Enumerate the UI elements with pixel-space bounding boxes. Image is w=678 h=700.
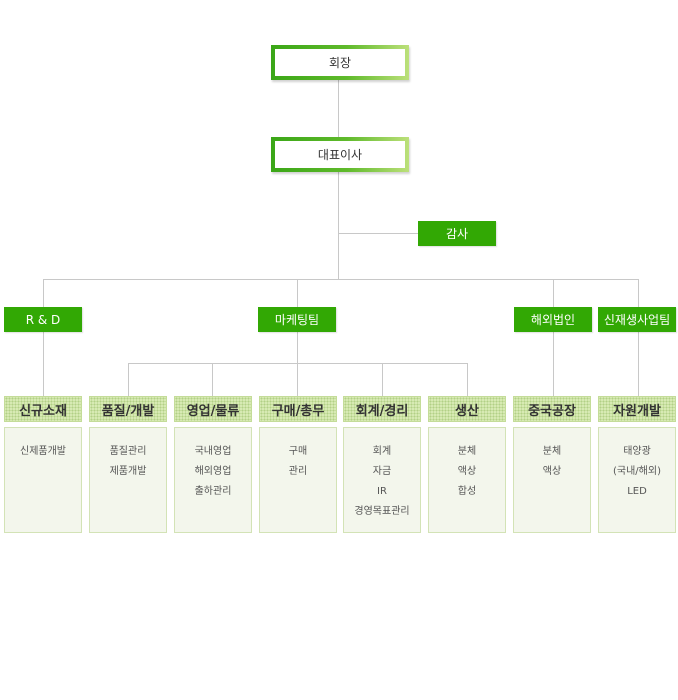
connector-divisions-bar [43, 279, 639, 280]
dept-item: 해외영업 [194, 466, 232, 477]
dept-header: 자원개발 [598, 396, 676, 422]
dept-item: (국내/해외) [613, 466, 661, 477]
dept-item: 액상 [457, 466, 477, 477]
auditor-box: 감사 [418, 221, 496, 246]
dept-item: 신제품개발 [20, 446, 66, 457]
connector-marketing-down [297, 332, 298, 364]
connector-new-biz-dept [638, 332, 639, 396]
dept-item: 제품개발 [109, 466, 147, 477]
dept-header: 구매/총무 [259, 396, 337, 422]
dept-item: 회계 [372, 446, 392, 457]
connector-accounting [382, 363, 383, 396]
division-new-biz: 신재생사업팀 [598, 307, 676, 332]
connector-auditor [338, 233, 418, 234]
dept-header: 신규소재 [4, 396, 82, 422]
chairman-label: 회장 [275, 49, 405, 76]
connector-quality [128, 363, 129, 396]
connector-purchase [297, 363, 298, 396]
dept-item: 관리 [288, 466, 308, 477]
division-marketing: 마케팅팀 [258, 307, 336, 332]
dept-item: 자금 [372, 466, 392, 477]
dept-item: 분체 [457, 446, 477, 457]
division-rnd: R & D [4, 307, 82, 332]
dept-header: 생산 [428, 396, 506, 422]
dept-item: 구매 [288, 446, 308, 457]
dept-item: 합성 [457, 486, 477, 497]
dept-item: 태양광 [623, 446, 651, 457]
connector-production [467, 363, 468, 396]
dept-item: 분체 [542, 446, 562, 457]
ceo-box: 대표이사 [271, 137, 409, 172]
connector-rnd [43, 279, 44, 307]
connector-rnd-dept [43, 332, 44, 396]
connector-new-biz [638, 279, 639, 307]
chairman-box: 회장 [271, 45, 409, 80]
connector-chairman-ceo [338, 80, 339, 138]
ceo-label: 대표이사 [275, 141, 405, 168]
dept-item: 출하관리 [194, 486, 232, 497]
connector-ceo-trunk [338, 172, 339, 280]
connector-marketing [297, 279, 298, 307]
dept-item: 국내영업 [194, 446, 232, 457]
dept-header: 영업/물류 [174, 396, 252, 422]
dept-header: 품질/개발 [89, 396, 167, 422]
dept-item: LED [627, 486, 647, 497]
dept-item: 경영목표관리 [354, 506, 410, 517]
connector-sales [212, 363, 213, 396]
dept-item: 품질관리 [109, 446, 147, 457]
dept-item: 액상 [542, 466, 562, 477]
connector-overseas-dept [553, 332, 554, 396]
dept-header: 회계/경리 [343, 396, 421, 422]
connector-overseas [553, 279, 554, 307]
division-overseas: 해외법인 [514, 307, 592, 332]
dept-item: IR [377, 486, 387, 497]
dept-header: 중국공장 [513, 396, 591, 422]
dept-body: 신제품개발 [4, 427, 82, 533]
dept-body: 태양광 (국내/해외) LED [598, 427, 676, 533]
